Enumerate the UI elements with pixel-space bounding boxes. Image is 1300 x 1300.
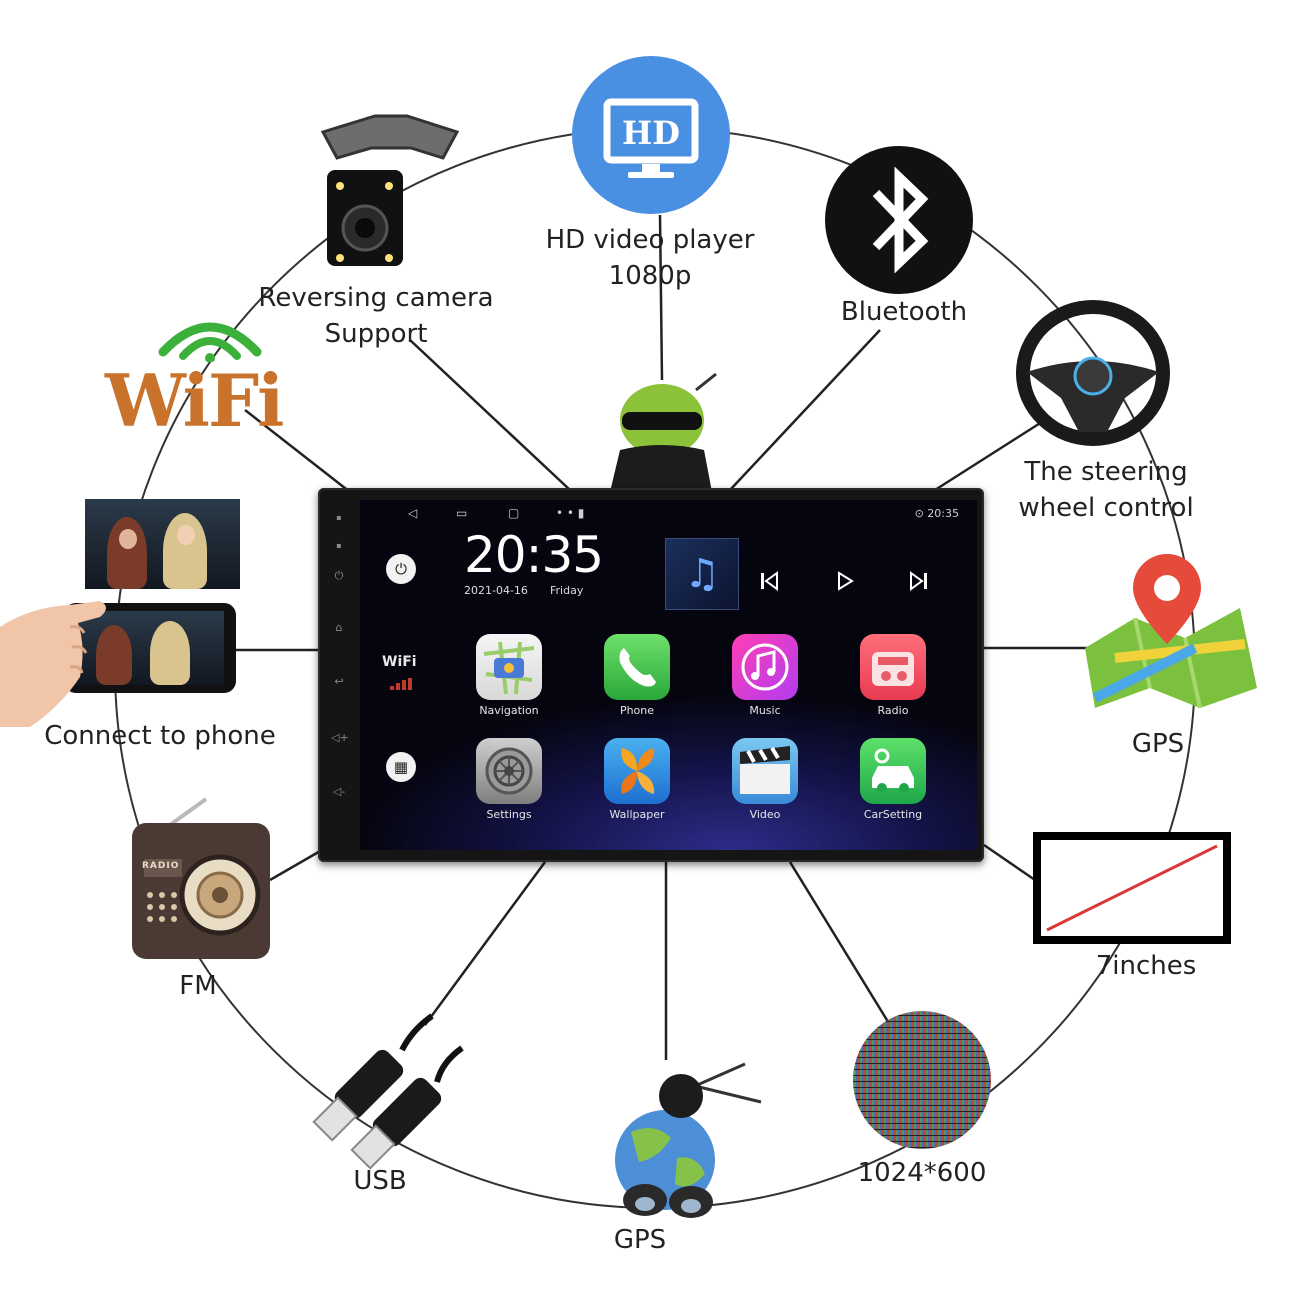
nav-home-icon[interactable]: ▭ [456, 506, 468, 520]
fm-radio-icon [132, 797, 270, 959]
album-art: ♫ [665, 538, 739, 610]
app-label-navigation: Navigation [479, 704, 539, 717]
car-setting-icon [872, 748, 914, 793]
wifi-status-label: WiFi [382, 654, 417, 670]
app-music[interactable] [732, 634, 798, 700]
back-icon[interactable]: ↩ [334, 675, 344, 688]
phone-icon [619, 648, 656, 687]
car-stereo-device: ▪ ▪ ⏻ ⌂ ↩ ◁+ ◁- ◁ ▭ ▢ • • ▮ ⊙ 20:35 ⏻ Wi… [318, 488, 984, 862]
notification-dots-icon: • • ▮ [556, 506, 585, 520]
fm-radio-brand: RADIO [142, 861, 180, 871]
steering-wheel-icon [1016, 300, 1170, 446]
app-label-music: Music [749, 704, 781, 717]
status-bar: ◁ ▭ ▢ • • ▮ ⊙ 20:35 [360, 500, 977, 528]
power-icon[interactable]: ⏻ [334, 569, 344, 582]
app-wallpaper[interactable] [604, 738, 670, 804]
app-video[interactable] [732, 738, 798, 804]
music-icon [741, 643, 789, 691]
app-radio[interactable] [860, 634, 926, 700]
settings-icon [485, 747, 533, 795]
app-label-carsetting: CarSetting [863, 808, 923, 821]
steering-wheel-label: The steering wheel control [1018, 457, 1194, 523]
weekday-text: Friday [550, 584, 584, 597]
video-icon [740, 746, 790, 794]
gps-globe-robot-icon [615, 1062, 762, 1218]
screen-size-icon [1033, 832, 1231, 944]
wifi-logo-text: WiFi [105, 358, 284, 443]
volume-down-icon[interactable]: ◁- [332, 785, 346, 798]
app-carsetting[interactable] [860, 738, 926, 804]
wifi-feature: WiFi [105, 312, 295, 452]
hd-video-player-label: HD video player 1080p [545, 225, 755, 291]
app-phone[interactable] [604, 634, 670, 700]
clock-widget: 20:35 [464, 526, 604, 584]
hd-video-player-feature: HD [572, 56, 730, 214]
hand-icon [0, 601, 106, 727]
location-icon: ⊙ [914, 507, 924, 520]
app-navigation[interactable] [476, 634, 542, 700]
signal-bars-icon [390, 678, 412, 690]
navigation-icon [483, 641, 535, 695]
home-icon[interactable]: ⌂ [335, 621, 343, 634]
reversing-camera-icon [320, 114, 460, 266]
usb-cable-icon [312, 1013, 464, 1170]
bluetooth-label: Bluetooth [840, 297, 968, 327]
app-label-phone: Phone [619, 704, 655, 717]
phone-screen [76, 611, 224, 685]
hd-badge: HD [622, 114, 680, 152]
gps-right-label: GPS [1131, 729, 1185, 759]
video-poster-image [85, 499, 240, 589]
smartphone-device [64, 603, 236, 693]
usb-label: USB [353, 1166, 407, 1196]
app-label-settings: Settings [486, 808, 532, 821]
wifi-signal-icon [158, 322, 262, 362]
radio-icon [872, 652, 914, 686]
nav-back-icon[interactable]: ◁ [408, 506, 418, 520]
map-pin-icon [1085, 554, 1257, 709]
play-button[interactable] [834, 570, 856, 592]
status-bar-time: ⊙ 20:35 [914, 507, 959, 520]
app-settings[interactable] [476, 738, 542, 804]
volume-up-icon[interactable]: ◁+ [331, 731, 349, 744]
bluetooth-icon [825, 146, 973, 294]
app-label-radio: Radio [877, 704, 909, 717]
mic-icon: ▪ [336, 513, 342, 522]
hd-monitor-icon [572, 56, 730, 214]
hardware-button-rail: ▪ ▪ ⏻ ⌂ ↩ ◁+ ◁- [318, 488, 360, 862]
wallpaper-icon [621, 748, 655, 794]
next-track-button[interactable] [908, 570, 930, 592]
connect-phone-feature [0, 495, 250, 727]
fm-label: FM [179, 971, 217, 1001]
pixel-grid-icon [853, 1011, 991, 1149]
date-text: 2021-04-16 [464, 584, 528, 597]
app-label-video: Video [749, 808, 781, 821]
gps-bottom-label: GPS [613, 1225, 667, 1255]
reversing-camera-label: Reversing camera Support [258, 283, 494, 349]
reset-icon: ▪ [336, 541, 342, 550]
android-mascot-icon [610, 372, 717, 492]
app-label-wallpaper: Wallpaper [609, 808, 665, 821]
music-note-icon: ♫ [684, 551, 720, 597]
nav-recents-icon[interactable]: ▢ [508, 506, 520, 520]
previous-track-button[interactable] [758, 570, 780, 592]
power-button[interactable]: ⏻ [386, 554, 416, 584]
apps-menu-button[interactable]: ▦ [386, 752, 416, 782]
screen-size-label: 7inches [1095, 951, 1197, 981]
left-shortcut-column: ⏻ WiFi ▦ [360, 530, 442, 850]
android-home-screen: ◁ ▭ ▢ • • ▮ ⊙ 20:35 ⏻ WiFi ▦ 20:35 2021-… [360, 500, 977, 850]
resolution-label: 1024*600 [857, 1158, 987, 1188]
connect-phone-label: Connect to phone [44, 721, 276, 751]
spokes [235, 214, 1090, 1060]
